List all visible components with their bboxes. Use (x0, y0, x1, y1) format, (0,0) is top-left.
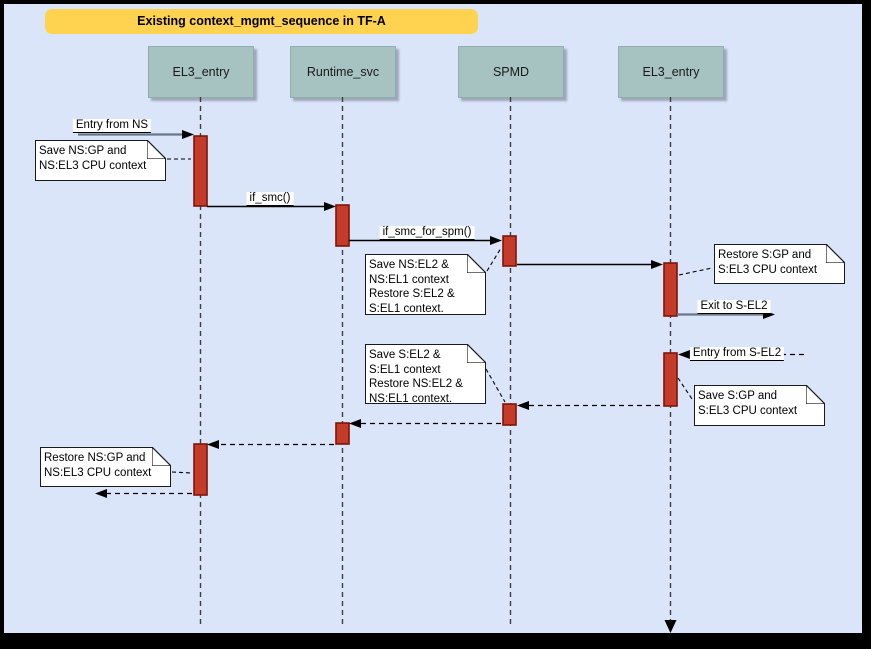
activation-spmd-1 (502, 235, 517, 267)
arrowhead-if-smc-for-spm (490, 236, 502, 245)
arrowhead-runtime-to-el3l (207, 440, 219, 449)
lifeline-end-arrow-icon (664, 620, 677, 633)
connector-note-restore-ns-gp (171, 471, 193, 474)
lifeline-label: Runtime_svc (306, 65, 380, 79)
diagram-canvas (4, 4, 862, 633)
arrowhead-spmd-to-runtime (349, 419, 361, 428)
lifeline-label: EL3_entry (172, 65, 230, 79)
arrowhead-spmd-to-el3r (651, 260, 663, 269)
note-save-ns-gp: Save NS:GP and NS:EL3 CPU context (35, 140, 166, 181)
arrowhead-el3r-to-spmd (517, 401, 529, 410)
note-fold-icon (152, 447, 171, 466)
connector-note-save-s-el2 (485, 368, 506, 403)
lifeline-header-el3-entry-left: EL3_entry (148, 46, 254, 98)
diagram-title: Existing context_mgmt_sequence in TF-A (45, 9, 478, 34)
activation-el3l-1 (193, 135, 208, 207)
lifeline-label: SPMD (492, 65, 530, 79)
message-label-entry-from-s-el2: Entry from S-EL2 (689, 347, 785, 361)
note-save-s-gp: Save S:GP and S:EL3 CPU context (694, 385, 825, 426)
activation-spmd-2 (502, 403, 517, 426)
note-text: Save S:EL2 & S:EL1 context Restore NS:EL… (369, 349, 463, 405)
message-label-if-smc: if_smc() (246, 192, 294, 206)
note-fold-icon (467, 254, 486, 273)
activation-el3l-2 (193, 443, 208, 496)
connector-note-restore-s-gp (678, 267, 713, 276)
arrowhead-exit-to-ns (95, 489, 107, 498)
lifeline-header-spmd: SPMD (458, 46, 564, 98)
note-text: Save NS:EL2 & NS:EL1 context Restore S:E… (369, 259, 455, 315)
message-label-entry-from-ns: Entry from NS (72, 119, 152, 133)
lifeline-label: EL3_entry (642, 65, 700, 79)
note-restore-s-gp: Restore S:GP and S:EL3 CPU context (714, 244, 845, 284)
note-text: Restore NS:GP and NS:EL3 CPU context (44, 452, 152, 479)
connector-note-save-ns-el2 (486, 247, 502, 272)
activation-el3r-2 (663, 352, 678, 407)
note-text: Save S:GP and S:EL3 CPU context (698, 390, 798, 417)
note-text: Save NS:GP and NS:EL3 CPU context (39, 145, 147, 172)
note-fold-icon (467, 344, 486, 363)
note-save-ns-el2: Save NS:EL2 & NS:EL1 context Restore S:E… (365, 254, 486, 315)
lifeline-header-el3-entry-right: EL3_entry (618, 46, 724, 98)
activation-el3r-1 (663, 262, 678, 317)
arrowhead-if-smc (324, 202, 336, 211)
message-label-if-smc-for-spm: if_smc_for_spm() (379, 226, 475, 240)
note-text: Restore S:GP and S:EL3 CPU context (718, 249, 818, 276)
note-fold-icon (806, 385, 825, 404)
note-restore-ns-gp: Restore NS:GP and NS:EL3 CPU context (40, 447, 171, 487)
connector-note-save-s-gp (677, 377, 693, 400)
note-save-s-el2: Save S:EL2 & S:EL1 context Restore NS:EL… (365, 344, 486, 405)
message-label-exit-to-s-el2: Exit to S-EL2 (697, 300, 771, 314)
activation-runtime-1 (335, 204, 350, 247)
note-fold-icon (147, 140, 166, 159)
arrowhead-entry-from-ns (182, 130, 194, 139)
arrowhead-entry-from-s-el2 (678, 350, 690, 359)
note-fold-icon (826, 244, 845, 263)
activation-runtime-2 (335, 422, 350, 445)
